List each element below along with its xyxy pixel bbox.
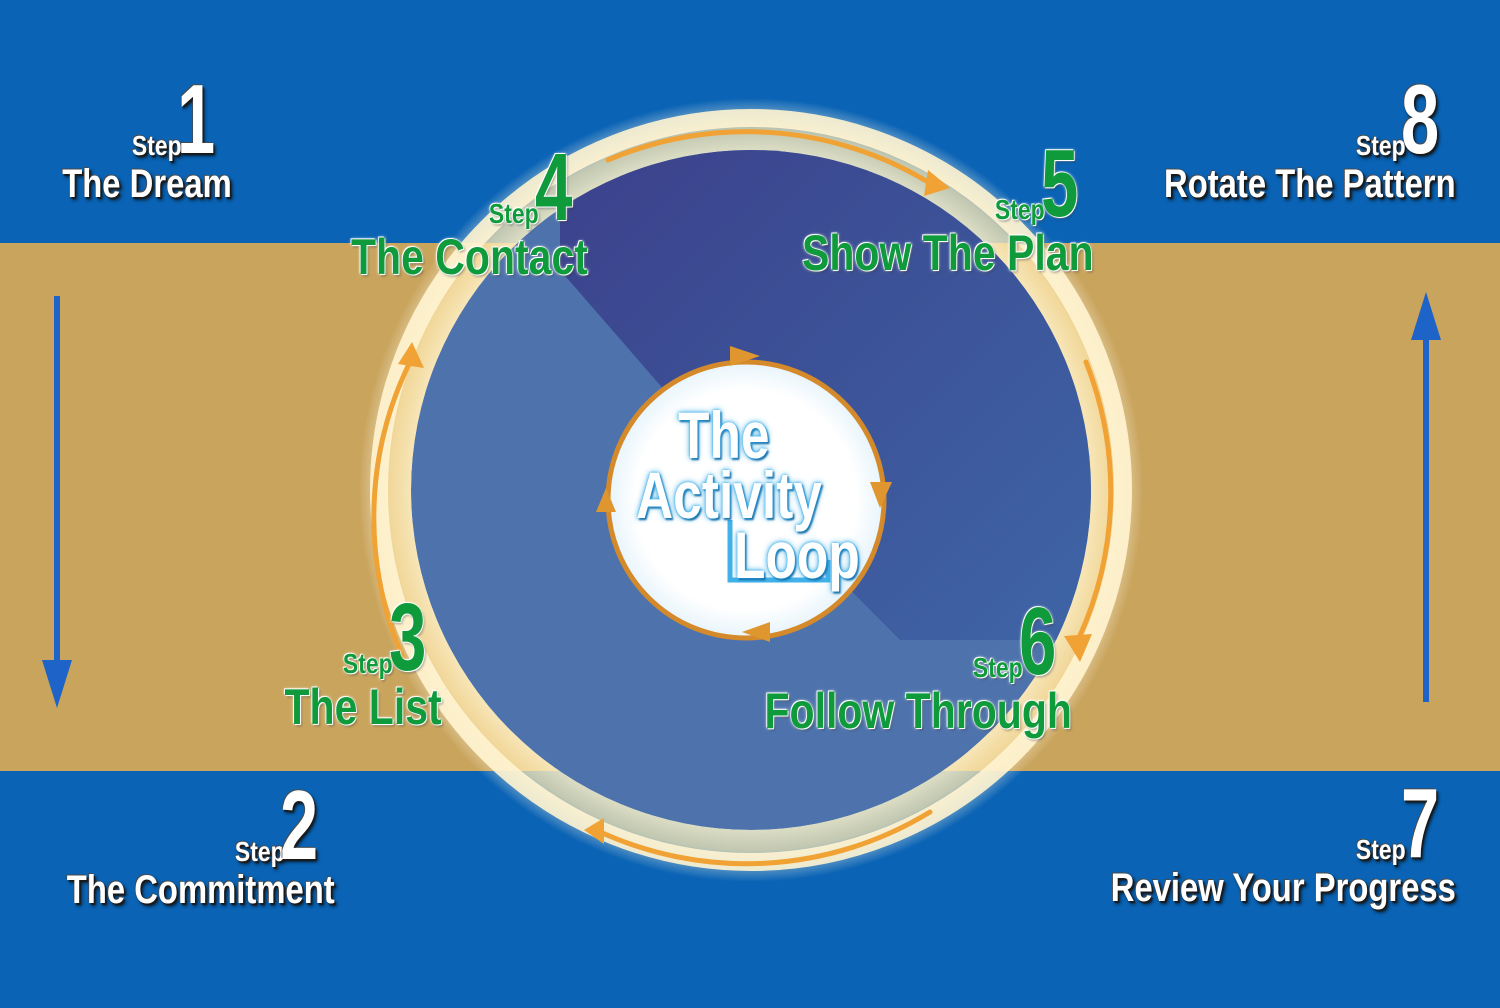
step-7-label: Step 7 Review Your Progress bbox=[1035, 774, 1456, 908]
left-down-arrow bbox=[42, 296, 72, 708]
step-2-word: Step bbox=[234, 836, 285, 867]
step-1-number: 1 bbox=[177, 64, 216, 174]
center-title-line1: The bbox=[678, 398, 770, 472]
step-8-word: Step bbox=[1355, 130, 1406, 161]
step-4-word: Step bbox=[488, 198, 539, 229]
step-5-title: Show The Plan bbox=[802, 225, 1094, 281]
step-7-number: 7 bbox=[1401, 768, 1440, 878]
step-4-label: Step 4 The Contact bbox=[299, 134, 588, 285]
step-6-title: Follow Through bbox=[764, 683, 1072, 739]
arrow-3-to-4 bbox=[371, 355, 415, 663]
step-6-word: Step bbox=[972, 652, 1023, 683]
step-3-number: 3 bbox=[388, 584, 426, 691]
center-title-line2: Activity bbox=[636, 458, 822, 532]
step-2-number: 2 bbox=[280, 770, 319, 880]
step-4-title: The Contact bbox=[351, 229, 588, 285]
step-1-label: Step 1 The Dream bbox=[25, 70, 232, 204]
center-title-line3: Loop bbox=[734, 518, 860, 592]
disc-upper-sector bbox=[560, 150, 1091, 640]
step-5-label: Step 5 Show The Plan bbox=[738, 130, 1094, 281]
outer-loop-arrows bbox=[371, 129, 1114, 867]
loop-outline bbox=[727, 520, 831, 583]
step-8-number: 8 bbox=[1401, 64, 1440, 174]
arrow-6-to-2 bbox=[593, 809, 933, 867]
arrow-5-to-6 bbox=[1075, 359, 1114, 643]
inner-arrowheads bbox=[596, 346, 892, 642]
step-7-word: Step bbox=[1355, 834, 1406, 865]
step-5-number: 5 bbox=[1040, 130, 1078, 237]
step-2-label: Step 2 The Commitment bbox=[8, 776, 335, 910]
step-3-title: The List bbox=[284, 679, 442, 735]
step-3-label: Step 3 The List bbox=[250, 584, 442, 735]
step-7-title: Review Your Progress bbox=[1110, 866, 1456, 910]
step-1-title: The Dream bbox=[62, 162, 232, 206]
step-4-number: 4 bbox=[534, 134, 572, 241]
step-6-label: Step 6 Follow Through bbox=[697, 588, 1072, 739]
right-up-arrow bbox=[1411, 292, 1441, 702]
step-1-word: Step bbox=[131, 130, 182, 161]
step-8-title: Rotate The Pattern bbox=[1164, 162, 1456, 206]
step-3-word: Step bbox=[342, 648, 393, 679]
arrow-4-to-5 bbox=[605, 129, 931, 185]
step-2-title: The Commitment bbox=[67, 868, 335, 912]
step-6-number: 6 bbox=[1018, 588, 1056, 695]
step-8-label: Step 8 Rotate The Pattern bbox=[1100, 70, 1456, 204]
center-title: The Activity Loop bbox=[600, 400, 880, 600]
step-5-word: Step bbox=[994, 194, 1045, 225]
outer-arrowheads bbox=[398, 170, 1092, 844]
